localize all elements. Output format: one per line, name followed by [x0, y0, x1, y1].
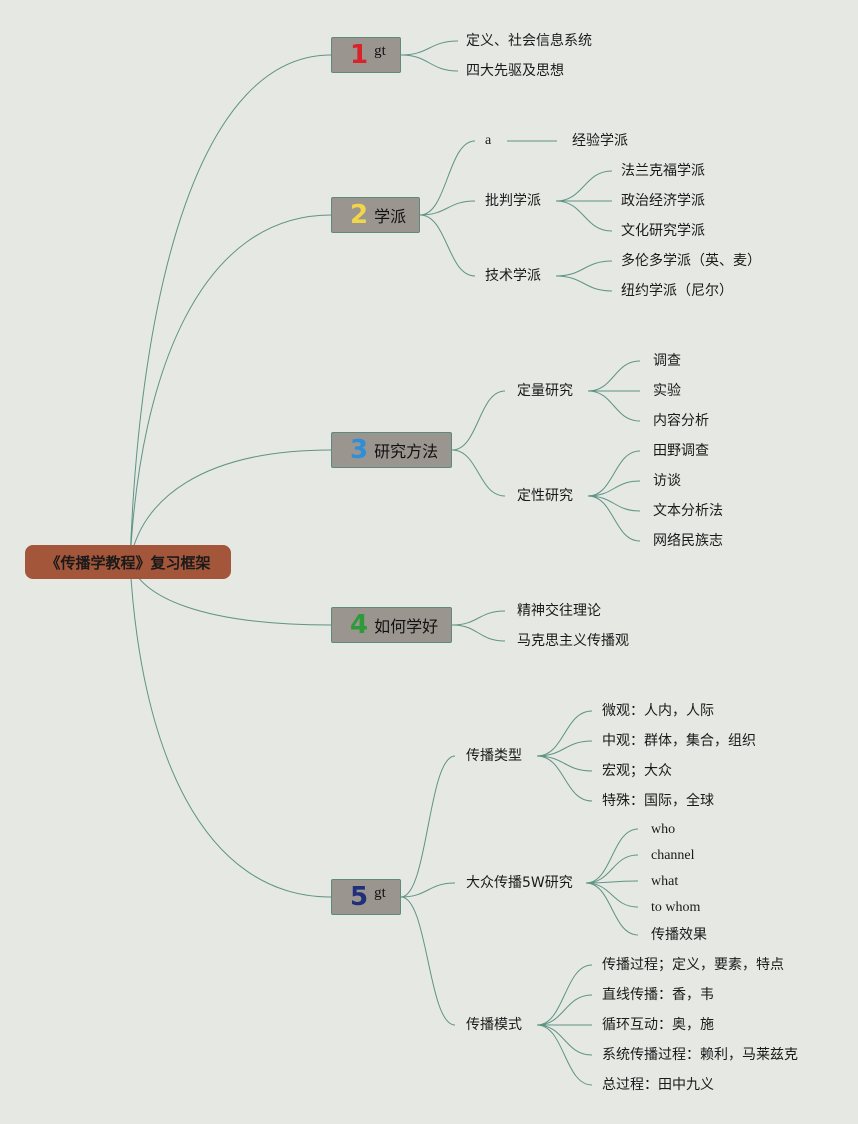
leaf-node[interactable]: 多伦多学派（英、麦）	[621, 253, 761, 269]
branch-4-label: 如何学好	[374, 617, 439, 636]
leaf-connector	[536, 755, 593, 802]
leaf-node[interactable]: 马克思主义传播观	[517, 633, 629, 649]
leaf-node[interactable]: 精神交往理论	[517, 603, 601, 619]
leaf-node[interactable]: 总过程：田中九义	[602, 1077, 714, 1093]
leaf-node[interactable]: 调查	[653, 353, 681, 369]
leaf-node[interactable]: 纽约学派（尼尔）	[621, 283, 733, 299]
branch-connector	[451, 390, 506, 451]
leaf-connector	[587, 360, 641, 392]
leaf-node[interactable]: 中观：群体，集合，组织	[602, 733, 756, 749]
branch-connector	[400, 896, 456, 1026]
sub-node-technical[interactable]: 技术学派	[485, 268, 541, 284]
branch-connector	[419, 214, 476, 277]
leaf-connector	[587, 450, 641, 497]
branch-2-number: 2	[350, 200, 369, 230]
branch-connector	[400, 755, 456, 898]
leaf-connector	[555, 275, 613, 292]
leaf-node[interactable]: 系统传播过程：赖利，马莱兹克	[602, 1047, 798, 1063]
root-connector	[129, 449, 332, 563]
branch-connector	[451, 624, 506, 642]
leaf-connector	[555, 200, 613, 232]
sub-node-5w[interactable]: 大众传播5W研究	[466, 875, 573, 891]
root-connector	[129, 561, 332, 898]
sub-node-a[interactable]: a	[485, 133, 492, 148]
leaf-connector	[585, 882, 639, 908]
branch-1-leaf[interactable]: 四大先驱及思想	[466, 63, 564, 79]
branch-connector	[451, 449, 506, 497]
branch-connector	[400, 40, 459, 56]
branch-3-label: 研究方法	[374, 442, 439, 461]
leaf-node[interactable]: 网络民族志	[653, 533, 723, 549]
leaf-node[interactable]: what	[651, 874, 679, 889]
leaf-node[interactable]: who	[651, 822, 676, 837]
leaf-node[interactable]: 政治经济学派	[621, 193, 705, 209]
leaf-node[interactable]: 经验学派	[572, 133, 628, 149]
root-label: 《传播学教程》复习框架	[45, 553, 211, 572]
branch-1-node[interactable]: 1 gt	[331, 37, 401, 73]
leaf-connector	[585, 854, 639, 884]
leaf-connector	[536, 1024, 593, 1056]
leaf-node[interactable]: 特殊：国际，全球	[602, 793, 714, 809]
leaf-connector	[585, 880, 639, 884]
leaf-connector	[587, 495, 641, 542]
leaf-connector	[536, 964, 593, 1026]
branch-4-number: 4	[350, 610, 369, 640]
leaf-connector	[536, 710, 593, 757]
root-node[interactable]: 《传播学教程》复习框架	[25, 545, 231, 579]
root-connector	[129, 54, 332, 563]
leaf-node[interactable]: to whom	[651, 900, 701, 915]
branch-connector	[400, 54, 459, 72]
leaf-node[interactable]: 田野调查	[653, 443, 709, 459]
leaf-node[interactable]: 直线传播：香，韦	[602, 987, 714, 1003]
branch-connector	[400, 882, 456, 898]
leaf-node[interactable]: 实验	[653, 383, 681, 399]
leaf-node[interactable]: 法兰克福学派	[621, 163, 705, 179]
leaf-node[interactable]: 访谈	[653, 473, 681, 489]
branch-3-number: 3	[350, 435, 369, 465]
branch-5-node[interactable]: 5 gt	[331, 879, 401, 915]
branch-2-label: 学派	[374, 207, 407, 226]
branch-3-node[interactable]: 3 研究方法	[331, 432, 452, 468]
branch-1-number: 1	[350, 40, 369, 70]
leaf-connector	[536, 1024, 593, 1086]
branch-1-label: gt	[374, 42, 386, 59]
leaf-node[interactable]: 宏观；大众	[602, 763, 672, 779]
leaf-node[interactable]: channel	[651, 848, 695, 863]
root-connector	[129, 214, 332, 563]
sub-node-types[interactable]: 传播类型	[466, 748, 522, 764]
branch-2-node[interactable]: 2 学派	[331, 197, 420, 233]
branch-connector	[419, 200, 476, 216]
leaf-connector	[585, 828, 639, 884]
leaf-node[interactable]: 传播过程；定义，要素，特点	[602, 957, 784, 973]
leaf-node[interactable]: 文本分析法	[653, 503, 723, 519]
leaf-connector	[536, 740, 593, 757]
leaf-node[interactable]: 循环互动：奥，施	[602, 1017, 714, 1033]
leaf-node[interactable]: 文化研究学派	[621, 223, 705, 239]
leaf-connector	[585, 882, 639, 936]
leaf-node[interactable]: 微观：人内，人际	[602, 703, 714, 719]
leaf-connector	[587, 390, 641, 422]
sub-node-quantitative[interactable]: 定量研究	[517, 383, 573, 399]
leaf-connector	[536, 994, 593, 1026]
leaf-connector	[587, 495, 641, 512]
sub-node-models[interactable]: 传播模式	[466, 1017, 522, 1033]
branch-4-node[interactable]: 4 如何学好	[331, 607, 452, 643]
leaf-connector	[555, 260, 613, 277]
sub-node-qualitative[interactable]: 定性研究	[517, 488, 573, 504]
leaf-connector	[555, 170, 613, 202]
branch-connector	[451, 610, 506, 626]
leaf-node[interactable]: 内容分析	[653, 413, 709, 429]
branch-1-leaf[interactable]: 定义、社会信息系统	[466, 33, 592, 49]
leaf-connector	[587, 480, 641, 497]
branch-5-number: 5	[350, 882, 369, 912]
sub-node-critical[interactable]: 批判学派	[485, 193, 541, 209]
branch-5-label: gt	[374, 884, 386, 901]
leaf-connector	[536, 755, 593, 772]
leaf-node[interactable]: 传播效果	[651, 927, 707, 943]
branch-connector	[419, 140, 476, 216]
